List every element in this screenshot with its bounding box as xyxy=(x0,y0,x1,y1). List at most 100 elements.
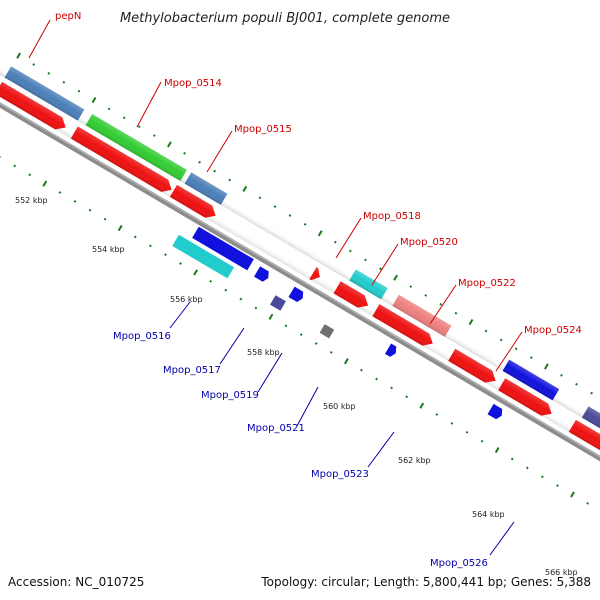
gene-label-Mpop_0524: Mpop_0524 xyxy=(524,325,582,336)
minor-tick xyxy=(454,311,458,315)
minor-tick xyxy=(13,164,17,168)
major-tick xyxy=(117,224,123,232)
gene-label-Mpop_0526: Mpop_0526 xyxy=(430,558,488,569)
gene-label-Mpop_0517: Mpop_0517 xyxy=(163,365,221,376)
minor-tick xyxy=(575,382,578,386)
gene-label-Mpop_0514: Mpop_0514 xyxy=(164,78,222,89)
minor-tick xyxy=(258,196,262,200)
major-tick xyxy=(494,446,500,454)
gene-Mpop_0519 xyxy=(288,286,304,303)
minor-tick xyxy=(541,475,544,479)
gene-Mpop_0523 xyxy=(384,343,397,357)
map-title: Methylobacterium populi BJ001, complete … xyxy=(120,11,450,26)
minor-tick xyxy=(209,279,213,283)
reverse-labels xyxy=(169,301,515,556)
gene-label-pepN: pepN xyxy=(55,11,81,22)
major-tick xyxy=(16,52,22,59)
gene-label-Mpop_0522: Mpop_0522 xyxy=(458,278,516,289)
gene-Mpop_0521 xyxy=(319,324,335,339)
minor-tick xyxy=(329,351,333,354)
minor-tick xyxy=(133,235,137,239)
kbp-label: 562 kbp xyxy=(398,456,431,465)
minor-tick xyxy=(0,155,1,159)
minor-tick xyxy=(288,214,292,217)
gene-arrow xyxy=(309,267,320,281)
minor-tick xyxy=(32,63,36,66)
minor-tick xyxy=(333,240,337,244)
minor-tick xyxy=(484,329,488,333)
minor-tick xyxy=(525,466,529,470)
minor-tick xyxy=(450,422,454,425)
minor-tick xyxy=(228,178,232,182)
minor-tick xyxy=(122,116,126,120)
minor-tick xyxy=(179,262,182,265)
minor-tick xyxy=(77,89,81,93)
minor-tick xyxy=(590,391,593,395)
minor-tick xyxy=(273,205,277,208)
minor-tick xyxy=(62,80,66,84)
minor-tick xyxy=(514,347,518,351)
minor-tick xyxy=(439,302,443,306)
major-tick xyxy=(91,96,97,104)
major-tick xyxy=(343,358,349,365)
major-tick xyxy=(167,141,172,148)
minor-tick xyxy=(586,501,589,505)
minor-tick xyxy=(465,430,469,434)
minor-tick xyxy=(107,107,111,111)
kbp-label: 552 kbp xyxy=(15,196,48,205)
major-tick xyxy=(419,402,425,409)
minor-tick xyxy=(510,457,514,461)
minor-tick xyxy=(284,324,288,328)
gene-label-Mpop_0520: Mpop_0520 xyxy=(400,237,458,248)
minor-tick xyxy=(148,244,152,248)
minor-tick xyxy=(435,413,439,416)
major-tick xyxy=(193,269,198,276)
minor-tick xyxy=(224,288,228,292)
minor-tick xyxy=(405,395,409,399)
minor-tick xyxy=(499,338,503,342)
gene-label-Mpop_0516: Mpop_0516 xyxy=(113,331,171,342)
gene-label-Mpop_0515: Mpop_0515 xyxy=(234,124,292,135)
minor-tick xyxy=(88,208,92,212)
minor-tick xyxy=(73,200,77,203)
tick-row-inner xyxy=(0,155,589,505)
minor-tick xyxy=(28,173,32,177)
minor-tick xyxy=(348,249,352,253)
minor-tick xyxy=(424,294,428,297)
tick-row-outer xyxy=(16,52,593,395)
minor-tick xyxy=(360,368,363,372)
major-tick xyxy=(468,318,474,326)
minor-tick xyxy=(183,151,186,155)
minor-tick xyxy=(299,333,303,336)
minor-tick xyxy=(103,217,107,221)
kbp-label: 556 kbp xyxy=(170,295,203,304)
minor-tick xyxy=(152,134,156,137)
minor-tick xyxy=(375,377,378,381)
kbp-label: 566 kbp xyxy=(545,568,578,577)
minor-tick xyxy=(379,267,382,271)
minor-tick xyxy=(254,306,258,310)
minor-tick xyxy=(239,297,243,301)
major-tick xyxy=(42,180,48,187)
minor-tick xyxy=(409,285,413,288)
minor-tick xyxy=(364,258,367,262)
minor-tick xyxy=(213,169,217,173)
major-tick xyxy=(242,185,248,192)
accession-text: Accession: NC_010725 xyxy=(8,575,144,589)
kbp-labels: 552 kbp 554 kbp 556 kbp 558 kbp 560 kbp … xyxy=(15,196,578,577)
major-tick xyxy=(393,274,398,281)
major-tick xyxy=(317,230,323,237)
minor-tick xyxy=(47,72,51,75)
gene-Mpop_0519b xyxy=(270,295,286,311)
forward-labels xyxy=(28,19,523,372)
minor-tick xyxy=(137,125,141,129)
minor-tick xyxy=(560,374,563,377)
gene-label-Mpop_0521: Mpop_0521 xyxy=(247,423,305,434)
kbp-label: 558 kbp xyxy=(247,348,280,357)
minor-tick xyxy=(390,386,393,390)
minor-tick xyxy=(58,191,62,194)
gene-label-Mpop_0518: Mpop_0518 xyxy=(363,211,421,222)
major-tick xyxy=(544,363,549,370)
kbp-label: 554 kbp xyxy=(92,245,125,254)
